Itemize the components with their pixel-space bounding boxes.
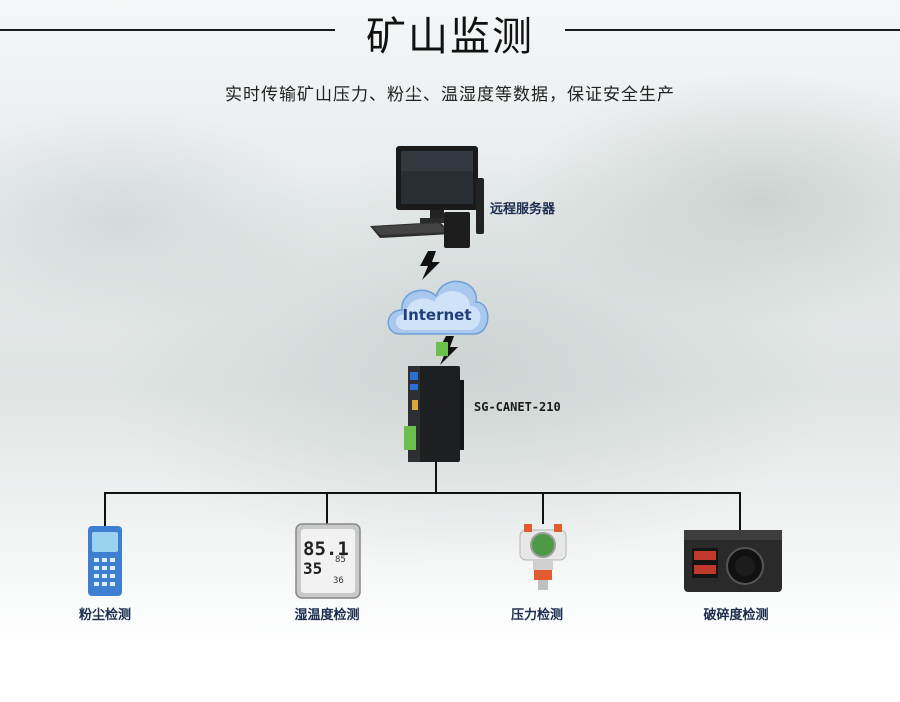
gateway-device-icon: [404, 342, 464, 462]
page-title: 矿山监测: [366, 14, 534, 60]
sensor-label-crushing: 破碎度检测: [703, 608, 769, 623]
internet-label: Internet: [402, 306, 472, 324]
meter-big-hum: 35: [303, 559, 322, 578]
title-right-rule: [565, 29, 900, 31]
server-computer-icon: [370, 146, 484, 248]
pressure-transmitter-icon: [519, 524, 567, 590]
meter-small-a: 85: [335, 555, 346, 565]
gateway-label: SG-CANET-210: [474, 400, 561, 414]
server-label: 远程服务器: [490, 202, 556, 217]
sensor-label-temp-humidity: 湿温度检测: [294, 608, 360, 623]
meter-small-b: 36: [333, 576, 344, 586]
thermo-hygrometer-icon: 85.1 35 85 36: [295, 523, 361, 599]
meter-big-temp: 85.1: [303, 538, 349, 560]
title-left-rule: [0, 29, 335, 31]
sensor-label-pressure: 压力检测: [510, 608, 563, 623]
crushing-detector-icon: [684, 530, 782, 592]
bus-connectors: [104, 462, 741, 530]
title-row: 矿山监测: [0, 0, 900, 62]
dust-detector-icon: [88, 526, 122, 596]
lightning-icon-upper: [420, 251, 440, 280]
sensor-label-dust: 粉尘检测: [78, 608, 131, 623]
internet-cloud-icon: [387, 280, 489, 335]
page-subtitle: 实时传输矿山压力、粉尘、温湿度等数据，保证安全生产: [225, 85, 675, 105]
